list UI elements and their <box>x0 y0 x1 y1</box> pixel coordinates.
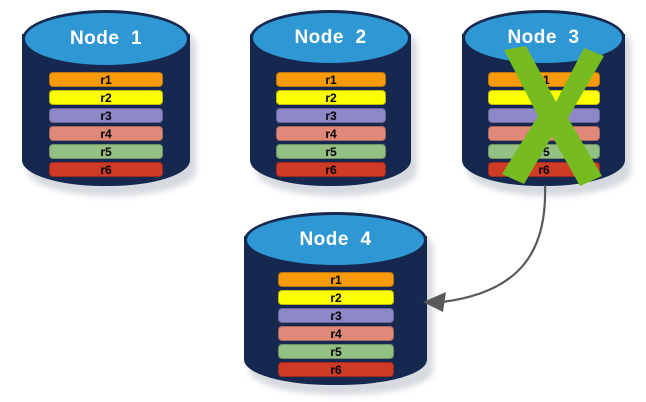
row-r5[interactable]: r5 <box>278 344 394 359</box>
row-label: r2 <box>538 90 550 105</box>
node-2[interactable]: Node 2 r1 r2 r3 r4 r5 r6 <box>250 10 417 196</box>
row-label: r5 <box>538 144 550 159</box>
row-r1[interactable]: r1 <box>49 72 163 87</box>
cylinder-top-ellipse <box>244 212 427 268</box>
row-label: r5 <box>330 344 342 359</box>
row-label: r6 <box>330 362 342 377</box>
node-1[interactable]: Node 1 r1 r2 r3 r4 r5 r6 <box>22 10 196 196</box>
row-label: r6 <box>538 162 550 177</box>
node-body: Node 3 r1 r2 r3 r4 r5 r6 <box>462 10 625 186</box>
row-r1[interactable]: r1 <box>278 272 394 287</box>
row-label: r3 <box>100 108 112 123</box>
row-r2[interactable]: r2 <box>488 90 600 105</box>
row-r5[interactable]: r5 <box>488 144 600 159</box>
row-label: r1 <box>100 72 112 87</box>
row-list: r1 r2 r3 r4 r5 r6 <box>276 72 386 177</box>
row-label: r5 <box>100 144 112 159</box>
row-r3[interactable]: r3 <box>488 108 600 123</box>
node-title: Node 1 <box>69 28 143 49</box>
row-label: r4 <box>330 326 342 341</box>
row-r6[interactable]: r6 <box>278 362 394 377</box>
row-r1[interactable]: r1 <box>488 72 600 87</box>
row-label: r6 <box>100 162 112 177</box>
row-r5[interactable]: r5 <box>276 144 386 159</box>
row-r2[interactable]: r2 <box>278 290 394 305</box>
node-body: Node 2 r1 r2 r3 r4 r5 r6 <box>250 10 411 186</box>
row-label: r1 <box>330 272 342 287</box>
row-r3[interactable]: r3 <box>49 108 163 123</box>
row-label: r2 <box>100 90 112 105</box>
row-label: r1 <box>325 72 337 87</box>
row-r6[interactable]: r6 <box>276 162 386 177</box>
row-label: r4 <box>538 126 550 141</box>
row-r4[interactable]: r4 <box>49 126 163 141</box>
row-r6[interactable]: r6 <box>488 162 600 177</box>
row-r4[interactable]: r4 <box>278 326 394 341</box>
row-r5[interactable]: r5 <box>49 144 163 159</box>
row-label: r3 <box>325 108 337 123</box>
row-r2[interactable]: r2 <box>276 90 386 105</box>
cylinder-top-ellipse <box>250 10 411 66</box>
node-title: Node 2 <box>294 27 367 48</box>
row-r2[interactable]: r2 <box>49 90 163 105</box>
row-r1[interactable]: r1 <box>276 72 386 87</box>
row-r4[interactable]: r4 <box>276 126 386 141</box>
row-list: r1 r2 r3 r4 r5 r6 <box>488 72 600 177</box>
node-body: Node 1 r1 r2 r3 r4 r5 r6 <box>22 10 190 186</box>
row-label: r5 <box>325 144 337 159</box>
row-label: r2 <box>325 90 337 105</box>
row-label: r3 <box>330 308 342 323</box>
node-4[interactable]: Node 4 r1 r2 r3 r4 r5 r6 <box>244 212 433 395</box>
row-r6[interactable]: r6 <box>49 162 163 177</box>
node-title: Node 4 <box>299 229 372 250</box>
row-label: r6 <box>325 162 337 177</box>
arrow-curve <box>440 184 547 304</box>
row-label: r4 <box>100 126 112 141</box>
row-r3[interactable]: r3 <box>278 308 394 323</box>
row-label: r2 <box>330 290 342 305</box>
row-r4[interactable]: r4 <box>488 126 600 141</box>
row-label: r3 <box>538 108 550 123</box>
row-label: r4 <box>325 126 337 141</box>
cylinder-top-ellipse <box>22 10 190 68</box>
row-label: r1 <box>538 72 550 87</box>
row-r3[interactable]: r3 <box>276 108 386 123</box>
row-list: r1 r2 r3 r4 r5 r6 <box>278 272 394 377</box>
node-body: Node 4 r1 r2 r3 r4 r5 r6 <box>244 212 427 385</box>
row-list: r1 r2 r3 r4 r5 r6 <box>49 72 163 177</box>
node-3[interactable]: Node 3 r1 r2 r3 r4 r5 r6 <box>462 10 631 196</box>
node-title: Node 3 <box>507 27 580 48</box>
